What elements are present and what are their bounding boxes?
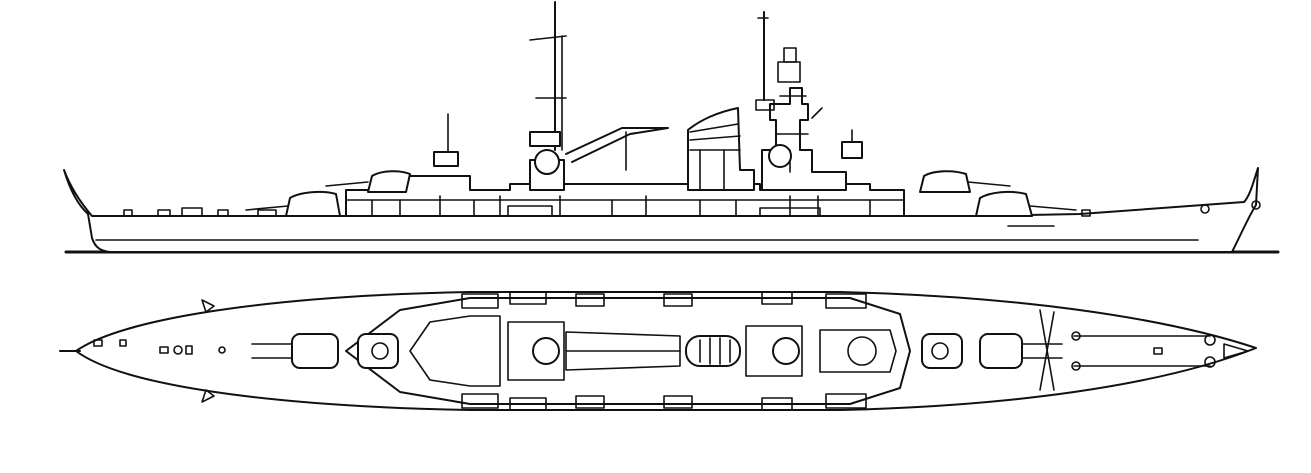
deckhouse-panels (345, 195, 905, 217)
secondary-mounts-plan (461, 291, 867, 411)
turret-bruno-plan (921, 333, 963, 369)
fwd-director-plan (772, 337, 800, 365)
hawse-hole (1200, 204, 1210, 214)
aft-director-plan (532, 337, 560, 365)
forecastle-fittings (507, 205, 1091, 217)
stem-anchor (1251, 200, 1261, 210)
turret-anton-plan (979, 333, 1063, 369)
secondary-mount-fwd (841, 141, 863, 159)
funnel-plan (685, 335, 741, 367)
turret-caesar-side (325, 170, 411, 193)
turret-bruno-side (919, 170, 1011, 193)
hull (63, 167, 1259, 253)
aft-rangefinder-dome (534, 149, 560, 175)
quarterdeck-marks (93, 299, 226, 403)
side-profile-view (63, 1, 1280, 254)
secondary-mount-aft (433, 151, 459, 167)
top-plan-view (59, 291, 1257, 411)
mainmast-yard-upper (529, 35, 567, 41)
funnel-grille (699, 337, 731, 365)
funnel-cap-lines (689, 123, 741, 191)
superstructure-plan-detail (409, 315, 897, 387)
turret-anton-side (975, 190, 1077, 217)
forward-rangefinder-dome (768, 144, 792, 168)
turret-caesar-plan (357, 333, 399, 369)
anchor-gear-plan (1039, 309, 1249, 391)
aft-searchlight-platform (529, 131, 561, 147)
turret-dora-side (245, 190, 341, 217)
funnel (687, 107, 755, 191)
quarterdeck-fittings (123, 207, 277, 217)
turret-dora-plan (251, 333, 339, 369)
aircraft-crane (565, 127, 669, 163)
